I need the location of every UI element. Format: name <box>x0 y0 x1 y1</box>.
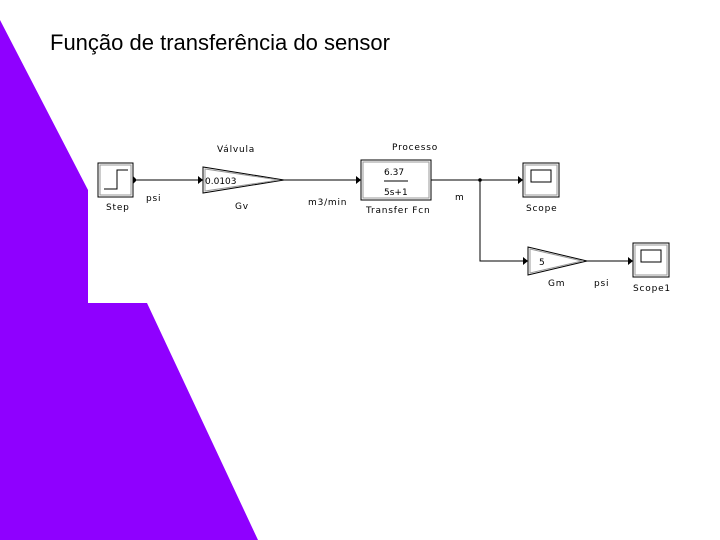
sensor-label: Gm <box>548 279 565 289</box>
step-icon <box>104 169 128 190</box>
transfer-fcn-block[interactable] <box>360 159 432 201</box>
signal-label-psi: psi <box>146 194 161 204</box>
transfer-fcn-denominator: 5s+1 <box>384 188 408 198</box>
valve-title: Válvula <box>217 145 255 155</box>
scope-label: Scope <box>526 204 557 214</box>
process-title: Processo <box>392 143 438 153</box>
transfer-fcn-label: Transfer Fcn <box>365 206 430 216</box>
transfer-fcn-numerator: 6.37 <box>384 168 404 178</box>
scope-block[interactable] <box>522 162 560 198</box>
signal-label-psi-out: psi <box>594 279 609 289</box>
signal-label-m: m <box>455 193 465 203</box>
valve-gain-value: 0.0103 <box>205 177 237 187</box>
step-label: Step <box>106 203 130 213</box>
slide-title: Função de transferência do sensor <box>50 30 390 55</box>
scope-icon <box>530 169 552 183</box>
sensor-gain-value: 5 <box>539 258 545 268</box>
sensor-gain-block[interactable] <box>527 246 588 276</box>
scope-icon <box>640 249 662 263</box>
valve-label: Gv <box>235 202 249 212</box>
signal-label-m3min: m3/min <box>308 198 347 208</box>
scope1-label: Scope1 <box>633 284 671 294</box>
scope1-block[interactable] <box>632 242 670 278</box>
valve-gain-block[interactable] <box>202 166 285 194</box>
signal-line[interactable] <box>479 180 523 262</box>
step-block[interactable] <box>97 162 137 198</box>
purple-accent-shape <box>0 20 258 540</box>
